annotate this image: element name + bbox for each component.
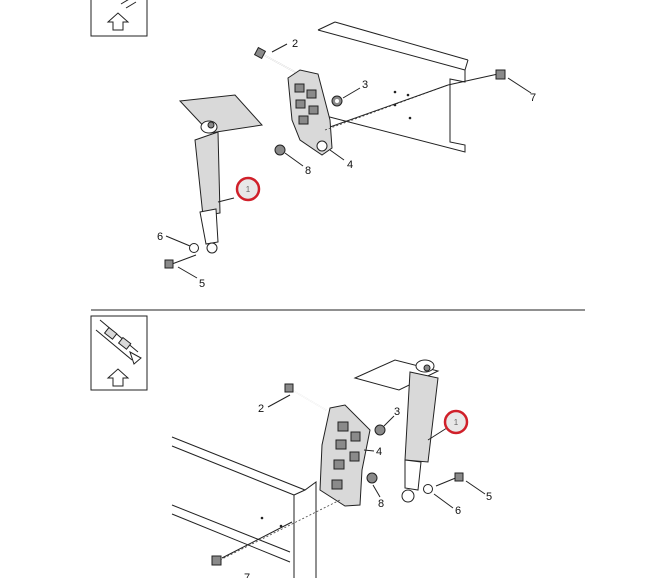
vehicle-orientation-icon — [90, 315, 148, 391]
top-callout-5: 5 — [199, 278, 205, 290]
bottom-diagram — [90, 315, 486, 578]
nut-8 — [274, 144, 286, 156]
bottom-callout-4: 4 — [376, 446, 382, 458]
bottom-callout-8: 8 — [378, 498, 384, 510]
top-diagram — [90, 0, 532, 279]
bolt-7 — [211, 499, 341, 566]
vehicle-orientation-icon — [90, 0, 148, 37]
nut-3 — [374, 424, 386, 436]
washer-6 — [189, 243, 199, 253]
bolt-2 — [284, 383, 327, 411]
shock-bracket — [287, 69, 333, 156]
bolt-2 — [253, 46, 296, 73]
shock-absorber — [194, 120, 221, 254]
top-callout-4: 4 — [347, 159, 353, 171]
frame-plate — [178, 94, 263, 134]
bolt-5 — [435, 472, 464, 487]
bottom-callout-6: 6 — [455, 505, 461, 517]
front-arrow-icon — [106, 12, 130, 31]
top-callout-3: 3 — [362, 79, 368, 91]
top-callout-7: 7 — [530, 92, 536, 104]
washer-6 — [423, 484, 433, 494]
top-callout-8: 8 — [305, 165, 311, 177]
bottom-highlight-ring — [443, 409, 469, 435]
top-callout-1: 1 — [246, 185, 251, 194]
bottom-callout-3: 3 — [394, 406, 400, 418]
bottom-callout-7: 7 — [244, 572, 250, 578]
front-arrow-icon — [106, 368, 130, 387]
bottom-callout-2: 2 — [258, 403, 264, 415]
nut-8 — [366, 472, 378, 484]
top-callout-2: 2 — [292, 38, 298, 50]
bottom-callout-5: 5 — [486, 491, 492, 503]
bolt-5 — [164, 254, 197, 269]
nut-3 — [331, 95, 343, 107]
shock-absorber — [401, 359, 439, 503]
shock-bracket — [319, 404, 371, 507]
frame-rail — [317, 21, 469, 153]
top-callout-6: 6 — [157, 231, 163, 243]
top-highlight-ring — [235, 176, 261, 202]
bottom-callout-1: 1 — [454, 418, 459, 427]
frame-rail — [171, 436, 317, 578]
bolt-7 — [324, 69, 506, 131]
